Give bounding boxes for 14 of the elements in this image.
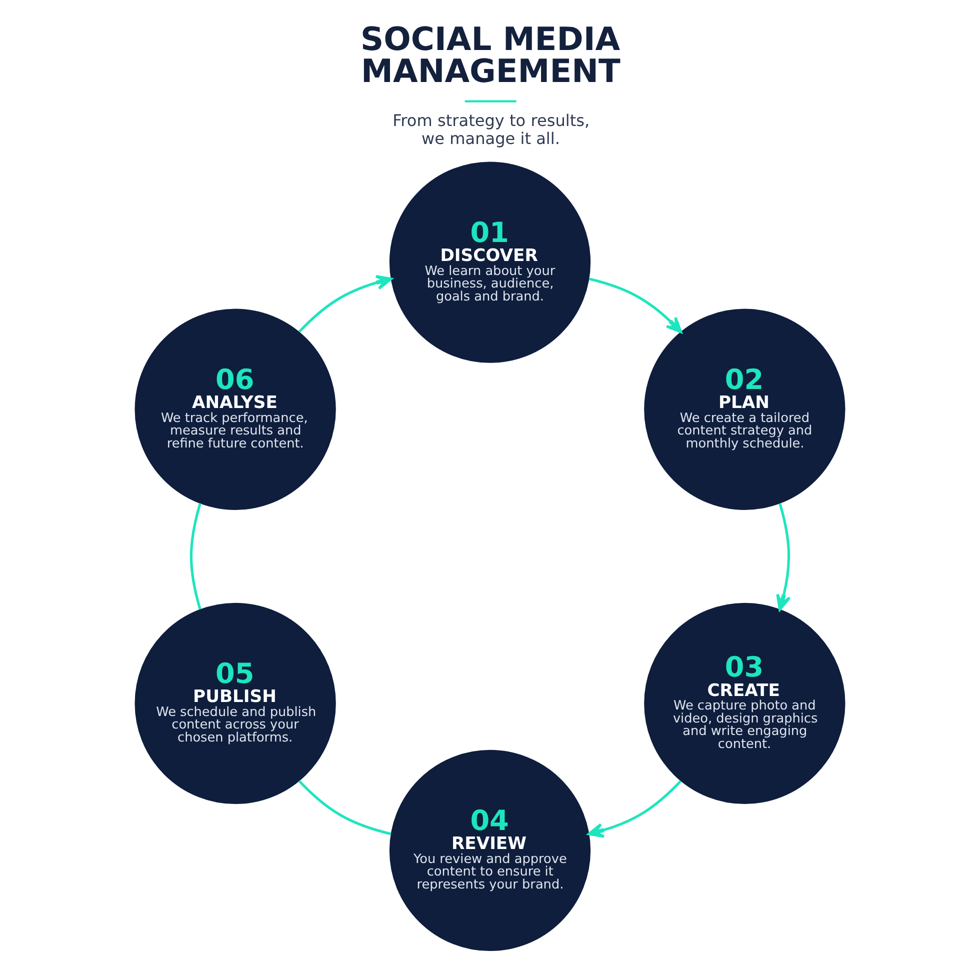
caption: From strategy to results, we manage it all.: [392, 110, 590, 148]
arrow: [776, 503, 791, 611]
arrow: [298, 275, 392, 333]
diagram-title: SOCIAL MEDIA MANAGEMENT: [360, 20, 620, 90]
connector: [298, 780, 392, 836]
node-circle: 06 ANALYSE We track performance, measure results and refine future content.: [134, 308, 336, 510]
node-circle: 04 REVIEW You review and approve content to ensure it represents your brand.: [389, 750, 591, 952]
node-circle: 01 DISCOVER We learn about your business, audience, goals and brand.: [389, 162, 591, 363]
arrow: [588, 278, 682, 334]
arrow: [588, 780, 682, 838]
node-circle: 05 PUBLISH We schedule and publish content across your chosen platforms.: [134, 602, 336, 804]
connector: [190, 502, 202, 610]
node-circle: 03 CREATE We capture photo and video, design graphics and write engaging content.: [644, 602, 846, 804]
node-circle: 02 PLAN We create a tailored content strategy and monthly schedule.: [644, 308, 846, 510]
